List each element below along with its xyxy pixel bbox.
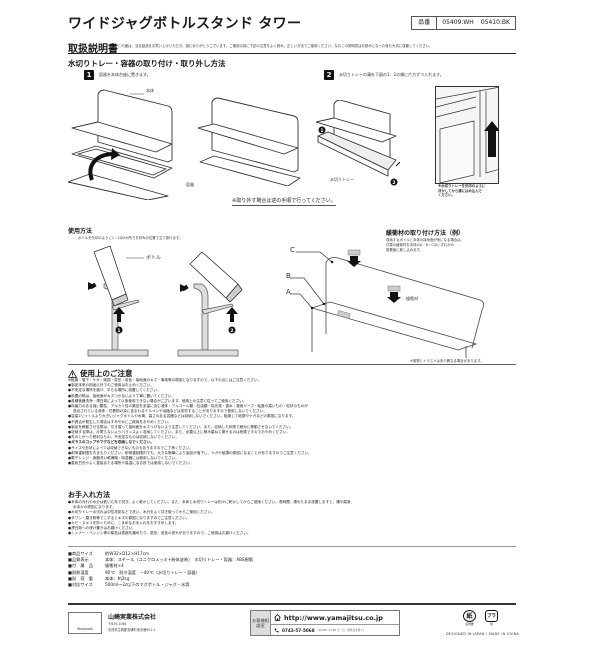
contact-hours: (10:00〜17:00 土・日・祝祭日を除く) xyxy=(317,629,364,632)
spec-row-accessories: ■付 属 品緩衝材×4 xyxy=(68,563,124,569)
website-link[interactable]: http://www.yamajitsu.co.jp xyxy=(271,611,399,625)
caution-item: 混合されている液体・付着物の染に含まれるテルペンや油脂などは変質することがありま… xyxy=(73,409,267,414)
install-step-2: 2 水切りトレーの溝を下図の1、2の順に片方ずつ入れます。 xyxy=(324,70,444,80)
care-item: ●シンナー・ベンジン等の薬品は表面を痛めたり、変形、変色の恐れがありますので、ご… xyxy=(68,531,251,536)
step-text: 容器を本体台座に置きます。 xyxy=(99,72,151,77)
usage-section-title: 使用方法 xyxy=(68,228,93,235)
caution-item: ●ガラスのコップやマグなどを収納しなでください。 xyxy=(68,440,154,445)
caution-item: ●製品を移動させる際は、引き摺って接地面をキズつけないよう注意してください。また… xyxy=(68,424,294,429)
company-address: 奈良県生駒郡安堵町東安堵651-1 xyxy=(108,627,156,632)
label-cushion: 緩衝材 xyxy=(406,296,418,301)
caution-item: ●製品本来の用途以外でのご使用はお止めください。 xyxy=(68,383,154,388)
part-code-wh: 05409:WH xyxy=(442,19,474,26)
care-item: ●タワシ・磨き粉等でこするとキズの原因となりますのでご注意ください。 xyxy=(68,515,190,520)
removal-note: ※取り外す場合は逆の手順で行ってください。 xyxy=(232,198,336,206)
care-item: 水あかの原因になります。 xyxy=(73,505,116,510)
phone-icon xyxy=(274,628,279,632)
label-body: 本体 xyxy=(146,88,154,93)
divider xyxy=(68,364,516,365)
footer-rule xyxy=(68,603,516,605)
caution-item: ●不安定な場所を避け、平らな場所に設置してください。 xyxy=(68,388,161,393)
recycle-mark-plastic: プラ 袋 xyxy=(485,610,498,626)
detail-closeup xyxy=(435,86,499,184)
caution-item: ●除菌力のある強い酸性、アルカリ性の薬品を多量に含む液体・アルコール類・石油類・… xyxy=(68,404,308,409)
svg-text:1: 1 xyxy=(117,328,120,334)
caution-section-title: 使用上のご注意 xyxy=(68,368,133,379)
label-bottle: ボトル xyxy=(146,255,162,261)
caution-item: ●サイズや形状によっては収納できないものもありますのでご了承ください。 xyxy=(68,445,193,450)
care-item: ●カビ・ヌメリを防ぐために、こまめなお手入れをおすすめします。 xyxy=(68,520,179,525)
cushion-section-title: 緩衝材の取り付け方法（例） xyxy=(386,230,465,237)
svg-text:2: 2 xyxy=(392,180,395,186)
origin-label: DESIGNED IN JAPAN / MADE IN CHINA xyxy=(446,632,520,636)
point-c-label: C xyxy=(290,246,295,254)
caution-item: ※転倒・落下・ケガ・破損・変形・変色・接地面のキズ・事故等の原因となりますので、… xyxy=(68,378,262,382)
step-number: 2 xyxy=(324,70,334,80)
illustration-bottle-usage: 1 2 xyxy=(87,245,243,357)
customer-contact-box: お客様相談室 http://www.yamajitsu.co.jp 0743-5… xyxy=(250,610,400,636)
spec-row-size: ■商品サイズ約W32×D12×H17cm xyxy=(68,551,150,556)
svg-text:1: 1 xyxy=(320,128,323,134)
usage-description: ボトルを矢印のように1・2の2か所でお好みの位置で立て掛けます。 xyxy=(78,236,183,240)
divider xyxy=(68,546,516,547)
header: ワイドジャグボトルスタンド タワー 品番 05409:WH 05410:BK xyxy=(68,13,516,35)
caution-item: ●収納する際は、片寄らないようバランスよく収納してください。また、必要以上に積み… xyxy=(68,430,290,435)
install-step-1: 1 容器を本体台座に置きます。 xyxy=(84,70,151,80)
recycle-mark-paper: 紙 説明書 xyxy=(463,610,476,626)
step-text: 水切りトレーの溝を下図の1、2の順に片方ずつ入れます。 xyxy=(339,72,444,77)
caution-item: ●容量2リットルより大きいジャグボトルや水筒、高さのある容器などは収納しないでく… xyxy=(68,414,296,419)
illustration-insert-tray: 1 2 xyxy=(316,100,400,186)
caution-item: ●設置の際は、接地面がキズつかないよう丁寧に置いてください。 xyxy=(68,393,176,398)
illustration-place-container xyxy=(68,89,173,200)
spec-table: ■商品サイズ約W32×D12×H17cm ■品質表示本体：スチール（ユニクロメッ… xyxy=(68,551,253,588)
label-container: 容器 xyxy=(186,182,194,187)
manual-title: 取扱説明書 xyxy=(68,44,118,55)
part-number-label: 品番 xyxy=(412,17,438,29)
point-a-label: A xyxy=(286,288,291,296)
care-item: ●本体の汚れや水分は乾いた布で拭き、よく乾かしてください。また、本体と水切りトレ… xyxy=(68,500,355,504)
instruction-sheet: ワイドジャグボトルスタンド タワー 品番 05409:WH 05410:BK 取… xyxy=(68,0,520,650)
label-tray: 水切りトレー xyxy=(330,177,354,182)
svg-text:2: 2 xyxy=(230,328,233,334)
caution-list: ※転倒・落下・ケガ・破損・変形・変色・接地面のキズ・事故等の原因となりますので、… xyxy=(68,378,516,466)
company-info: 山崎実業株式会社 〒639-1064 奈良県生駒郡安堵町東安堵651-1 xyxy=(108,612,156,632)
part-number-box: 品番 05409:WH 05410:BK xyxy=(411,16,516,30)
spec-row-material: ■品質表示本体：スチール（ユニクロメッキ+粉体塗装） 水切りトレー・容器：ABS… xyxy=(68,557,253,563)
company-name: 山崎実業株式会社 xyxy=(108,614,157,621)
manual-header: 取扱説明書 この度は、当社製品をお買い上げいただき、誠にありがとうございます。ご… xyxy=(68,40,516,55)
step-number: 1 xyxy=(84,70,94,80)
contact-label: お客様相談室 xyxy=(251,611,271,635)
warning-icon xyxy=(68,369,77,378)
recycle-plastic-icon: プラ xyxy=(485,610,498,622)
cushion-description: 収納するボトルと本体の接地面が気になる場合は、 付属の緩衝材を本体のA・B・Cの… xyxy=(386,238,464,252)
caution-item: ●各種食器洗浄・漂白剤によって以後使用できない場合がございます。使用上の注意に従… xyxy=(68,398,247,403)
caution-item: ●電子レンジ・食器洗い乾燥機・除湿器には使用しないでください。 xyxy=(68,456,179,461)
caution-item: ●耐荷重制限をおまもりください。耐荷重制限内でも、大きな衝撃により製品が落下し、… xyxy=(68,450,312,455)
manual-intro: この度は、当社製品をお買い上げいただき、誠にありがとうございます。ご使用の前に下… xyxy=(118,44,433,48)
install-section-title: 水切りトレー・容器の取り付け・取り外し方法 xyxy=(68,59,226,68)
care-list: ●本体の汚れや水分は乾いた布で拭き、よく乾かしてください。また、本体と水切りトレ… xyxy=(68,500,516,536)
illustration-disclaimer: ※実物とイラストは多少異なる場合があります。 xyxy=(410,359,484,363)
illustration-assembled-stand xyxy=(198,97,301,186)
caution-item: ●先のとがった鋭利なもの、不安定なものは収納しないでください。 xyxy=(68,435,179,440)
care-item: ●水切りトレーの汚れは中性洗剤などで洗い、水分をよく拭き取ってからご使用ください… xyxy=(68,510,215,515)
spec-row-load: ■耐 荷 重本体：約2kg xyxy=(68,575,130,581)
phone-number[interactable]: 0743-57-5068 (10:00〜17:00 土・日・祝祭日を除く) xyxy=(271,625,399,635)
point-b-label: B xyxy=(286,272,291,280)
recycle-paper-icon: 紙 xyxy=(463,610,476,622)
care-section-title: お手入れ方法 xyxy=(68,491,110,499)
company-postal: 〒639-1064 xyxy=(108,622,127,626)
caution-item: ●不具合が発生した場合はすみやかにご使用をおやめください。 xyxy=(68,419,172,424)
caution-item: ●直射日光やよく直接あたる場所や高温になる所では使用しないでください。 xyxy=(68,461,194,466)
care-item: ●漂白剤への浸け置きはお避けください。 xyxy=(68,526,136,531)
company-logo: Yamazaki xyxy=(68,612,102,634)
product-title: ワイドジャグボトルスタンド タワー xyxy=(68,16,302,32)
part-code-bk: 05410:BK xyxy=(480,19,510,26)
detail-note: ※水切りトレーを矢印のように 浮かしてから溝にはめ込んで ください。 xyxy=(438,184,486,198)
illustration-cushion-placement xyxy=(290,249,484,358)
home-icon xyxy=(274,614,281,621)
